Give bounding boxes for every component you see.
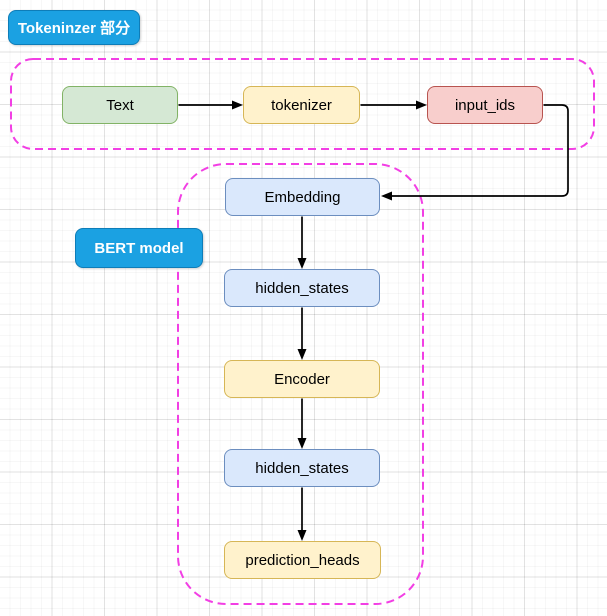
input-ids-node[interactable]: input_ids [427,86,543,124]
hidden-states-node-2[interactable]: hidden_states [224,449,380,487]
bert-model-label[interactable]: BERT model [75,228,203,268]
prediction-heads-node[interactable]: prediction_heads [224,541,381,579]
embedding-node[interactable]: Embedding [225,178,380,216]
hidden-states-node-1[interactable]: hidden_states [224,269,380,307]
encoder-node[interactable]: Encoder [224,360,380,398]
tokenizer-node[interactable]: tokenizer [243,86,360,124]
tokenizer-section-label[interactable]: Tokeninzer 部分 [8,10,140,45]
text-node[interactable]: Text [62,86,178,124]
